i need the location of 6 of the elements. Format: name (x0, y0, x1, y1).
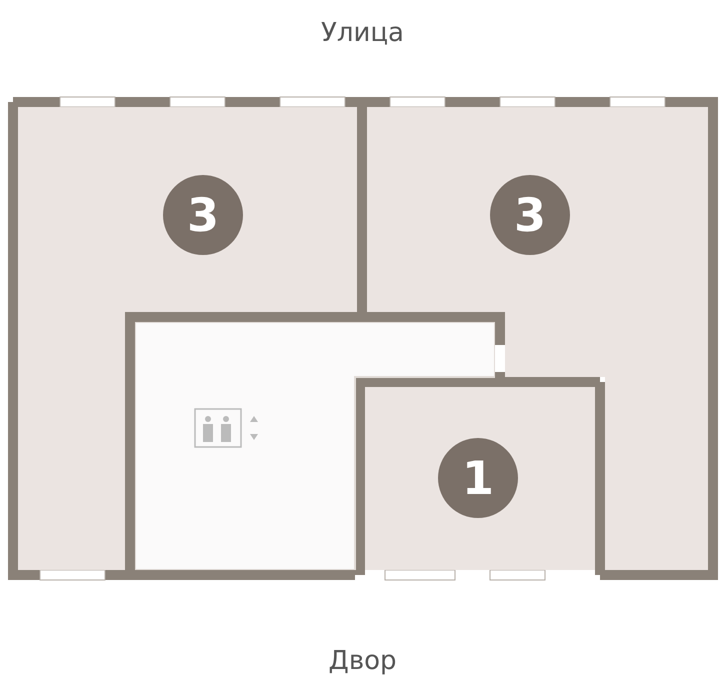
yard-label: Двор (328, 646, 397, 676)
hallway-area (135, 322, 495, 570)
apartment-area (18, 107, 357, 570)
street-label: Улица (321, 18, 404, 48)
apartment-area (367, 107, 708, 570)
apartment-area (365, 387, 595, 570)
